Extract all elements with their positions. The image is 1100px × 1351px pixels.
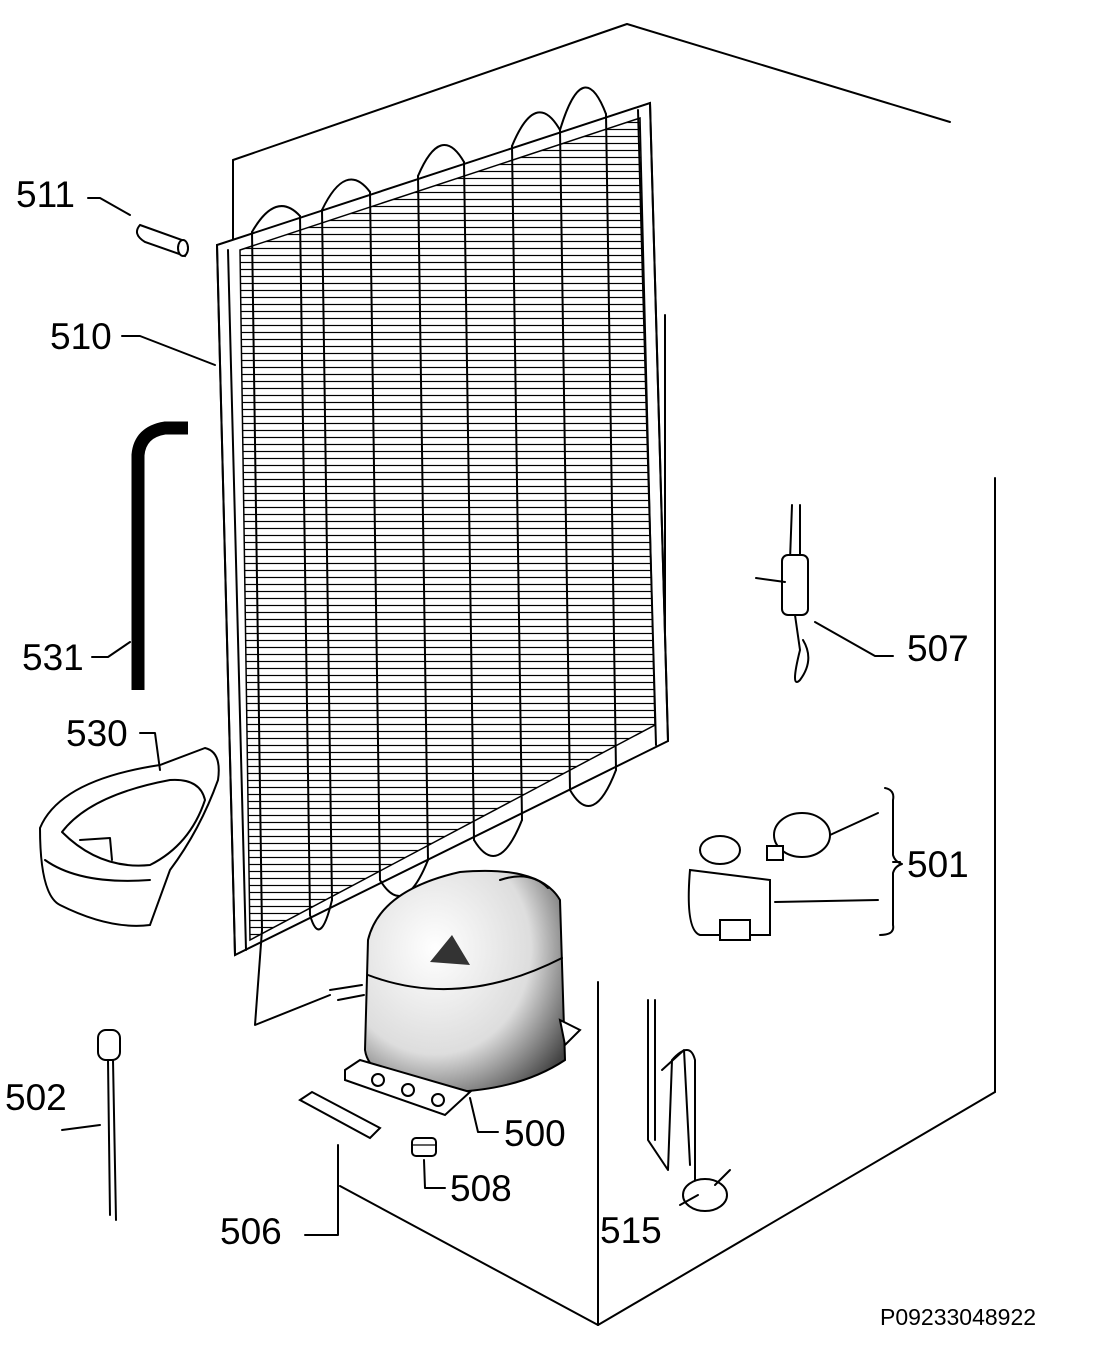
part-label-507: 507 (907, 628, 969, 669)
part-label-510: 510 (50, 316, 112, 357)
cabinet-outline (232, 23, 996, 1326)
part-label-500: 500 (504, 1113, 566, 1154)
grommet (411, 1137, 437, 1157)
power-cord (647, 999, 731, 1212)
condenser (215, 86, 670, 1026)
document-code: P09233048922 (880, 1304, 1036, 1330)
pin-part (135, 223, 189, 258)
part-label-515: 515 (600, 1210, 662, 1251)
part-label-501: 501 (907, 844, 969, 885)
sensor-wire (97, 1029, 121, 1221)
part-label-508: 508 (450, 1168, 512, 1209)
start-relay (687, 787, 903, 941)
part-label-502: 502 (5, 1077, 67, 1118)
part-label-531: 531 (22, 637, 84, 678)
leader-lines (61, 197, 901, 1236)
part-label-506: 506 (220, 1211, 282, 1252)
part-label-530: 530 (66, 713, 128, 754)
compressor (329, 869, 582, 1117)
part-labels: 511 510 531 530 502 506 508 500 515 501 … (5, 174, 1036, 1330)
thermostat (755, 504, 810, 683)
part-label-511: 511 (16, 174, 75, 215)
mounting-bracket (298, 1090, 382, 1140)
drain-pipe (131, 421, 188, 690)
drip-tray (38, 746, 220, 927)
